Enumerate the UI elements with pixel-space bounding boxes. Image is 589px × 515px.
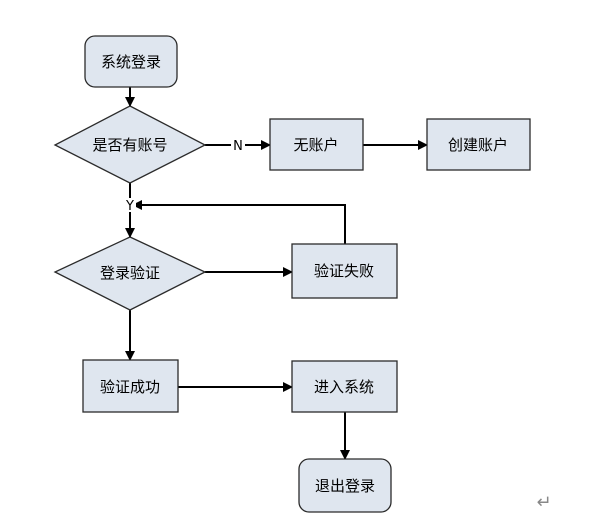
- enter-system-shape: [291, 360, 398, 413]
- return-mark-icon: ↵: [536, 492, 551, 513]
- login-shape: [84, 35, 178, 88]
- node-enter-system: 进入系统: [291, 360, 398, 413]
- login-label: 系统登录: [101, 53, 161, 71]
- edge-label-yes: Y: [125, 199, 134, 214]
- no-account-label: 无账户: [293, 136, 338, 154]
- verify-login-label: 登录验证: [100, 264, 160, 282]
- logout-shape: [298, 458, 392, 513]
- node-no-account: 无账户: [269, 118, 364, 171]
- edge-label-no: N: [233, 139, 243, 154]
- has-account-shape: [53, 105, 207, 184]
- verify-fail-label: 验证失败: [314, 262, 374, 280]
- node-verify-fail: 验证失败: [291, 243, 398, 299]
- verify-success-label: 验证成功: [100, 378, 160, 396]
- edge-verify-fail-loop-back: [132, 200, 346, 244]
- enter-system-label: 进入系统: [314, 378, 374, 396]
- node-has-account: 是否有账号: [53, 105, 207, 184]
- no-account-shape: [269, 118, 364, 171]
- logout-label: 退出登录: [315, 477, 375, 495]
- has-account-label: 是否有账号: [92, 136, 167, 154]
- node-login: 系统登录: [84, 35, 178, 88]
- verify-fail-shape: [291, 243, 398, 299]
- verify-success-shape: [82, 359, 179, 413]
- verify-login-shape: [53, 236, 207, 311]
- create-account-label: 创建账户: [448, 136, 508, 154]
- node-create-account: 创建账户: [426, 118, 531, 171]
- node-logout: 退出登录: [298, 458, 392, 513]
- edges: [125, 87, 428, 460]
- node-verify-success: 验证成功: [82, 359, 179, 413]
- no-label-bg: [231, 137, 245, 153]
- create-account-shape: [426, 118, 531, 171]
- yes-label-bg: [124, 198, 136, 212]
- node-verify-login: 登录验证: [53, 236, 207, 311]
